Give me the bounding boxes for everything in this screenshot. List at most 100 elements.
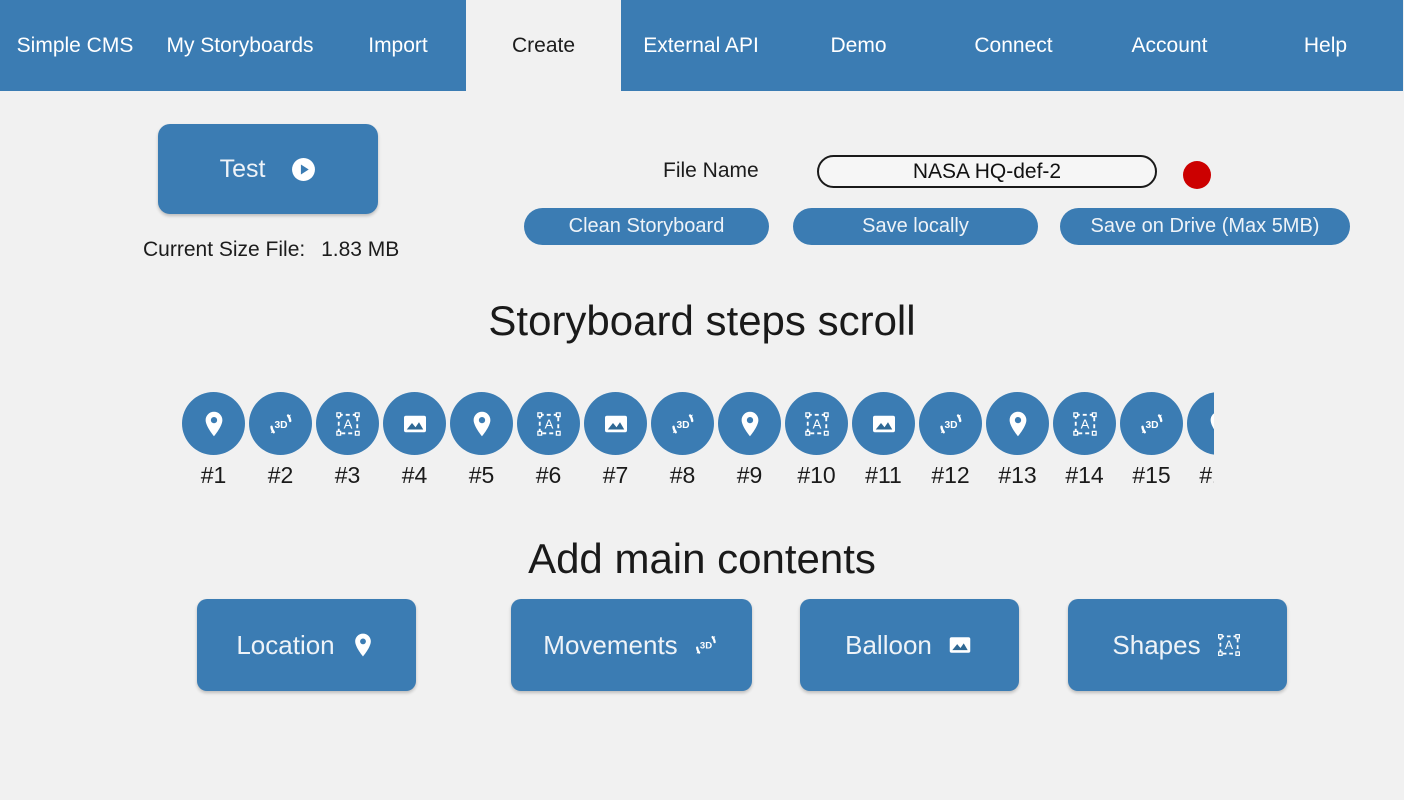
rotate-3d-icon: 3D [692,631,720,659]
add-location-button[interactable]: Location [197,599,416,691]
storyboard-step-label: #12 [931,462,970,488]
svg-text:3D: 3D [274,419,287,430]
nav-item-label: Simple CMS [16,33,134,57]
shape-frame-icon[interactable]: A [1053,392,1116,455]
nav-item-simple-cms[interactable]: Simple CMS [0,0,150,91]
nav-item-create[interactable]: Create [466,0,621,91]
current-size-label: Current Size File: [143,238,306,261]
nav-item-label: Create [511,33,576,57]
nav-item-help[interactable]: Help [1248,0,1403,91]
storyboard-step-label: #2 [267,462,294,488]
nav-item-label: My Storyboards [166,33,314,57]
storyboard-step[interactable]: #9 [716,392,783,489]
storyboard-step-label: #3 [334,462,361,488]
nav-item-label: Import [368,33,428,57]
svg-text:3D: 3D [944,419,957,430]
storyboard-step[interactable]: 3D #12 [917,392,984,489]
nav-item-import[interactable]: Import [330,0,466,91]
storyboard-step-label: #4 [401,462,428,488]
svg-text:A: A [812,416,821,431]
storyboard-step[interactable]: #1 [180,392,247,489]
storyboard-step[interactable]: A #3 [314,392,381,489]
storyboard-step[interactable]: 3D#8 [649,392,716,489]
shape-frame-icon[interactable]: A [316,392,379,455]
main-navigation: Simple CMS My Storyboards Import Create Exte… [0,0,1404,91]
storyboard-step-label: #10 [797,462,836,488]
test-button-label: Test [219,154,266,183]
storyboard-step-label: #14 [1065,462,1104,488]
nav-item-demo[interactable]: Demo [781,0,936,91]
storyboard-step-label: #13 [998,462,1037,488]
storyboard-step[interactable]: #11 [850,392,917,489]
image-icon [946,631,974,659]
current-size-file: Current Size File: 1.83 MB [143,238,399,262]
storyboard-step[interactable]: A #6 [515,392,582,489]
save-locally-button[interactable]: Save locally [793,208,1038,245]
storyboard-step-label: #6 [535,462,562,488]
storyboard-steps-heading: Storyboard steps scroll [488,297,916,344]
add-movements-button[interactable]: Movements 3D [511,599,752,691]
shape-frame-icon: A [1215,631,1243,659]
storyboard-step[interactable]: #5 [448,392,515,489]
storyboard-step[interactable]: #16 [1185,392,1214,489]
storyboard-step-label: #16 [1199,462,1214,488]
add-movements-label: Movements [543,629,678,660]
add-balloon-label: Balloon [845,629,932,660]
svg-text:A: A [1225,638,1234,652]
nav-item-label: Demo [830,33,887,57]
storyboard-step[interactable]: #7 [582,392,649,489]
storyboard-step[interactable]: A #14 [1051,392,1118,489]
clean-storyboard-button[interactable]: Clean Storyboard [524,208,769,245]
clean-storyboard-label: Clean Storyboard [568,215,725,237]
svg-text:3D: 3D [700,641,712,652]
location-pin-icon[interactable] [718,392,781,455]
location-pin-icon[interactable] [450,392,513,455]
svg-text:A: A [544,416,553,431]
rotate-3d-icon[interactable]: 3D [249,392,312,455]
location-pin-icon [349,631,377,659]
shape-frame-icon[interactable]: A [785,392,848,455]
storyboard-step[interactable]: A #10 [783,392,850,489]
location-pin-icon[interactable] [1187,392,1214,455]
storyboard-step[interactable]: 3D#15 [1118,392,1185,489]
save-on-drive-label: Save on Drive (Max 5MB) [1090,215,1320,237]
current-size-value: 1.83 MB [321,238,400,261]
image-icon[interactable] [852,392,915,455]
save-on-drive-button[interactable]: Save on Drive (Max 5MB) [1060,208,1350,245]
storyboard-step[interactable]: 3D #2 [247,392,314,489]
svg-text:A: A [343,416,352,431]
add-shapes-button[interactable]: Shapes A [1068,599,1287,691]
storyboard-step[interactable]: #13 [984,392,1051,489]
nav-item-external-api[interactable]: External API [621,0,781,91]
file-name-input[interactable] [817,155,1157,188]
nav-item-connect[interactable]: Connect [936,0,1091,91]
image-icon[interactable] [383,392,446,455]
storyboard-step[interactable]: #4 [381,392,448,489]
svg-text:3D: 3D [676,419,689,430]
storyboard-step-label: #11 [865,462,902,488]
add-main-contents-heading: Add main contents [528,535,876,582]
image-icon[interactable] [584,392,647,455]
test-button[interactable]: Test [158,124,378,214]
shape-frame-icon[interactable]: A [517,392,580,455]
add-shapes-label: Shapes [1112,629,1201,660]
record-dot-icon[interactable] [1183,161,1211,189]
nav-item-my-storyboards[interactable]: My Storyboards [150,0,330,91]
nav-item-account[interactable]: Account [1091,0,1248,91]
storyboard-step-label: #15 [1132,462,1171,488]
storyboard-step-label: #5 [468,462,495,488]
location-pin-icon[interactable] [182,392,245,455]
rotate-3d-icon[interactable]: 3D [919,392,982,455]
nav-item-label: Help [1303,33,1348,57]
save-locally-label: Save locally [862,215,969,237]
location-pin-icon[interactable] [986,392,1049,455]
rotate-3d-icon[interactable]: 3D [1120,392,1183,455]
storyboard-step-label: #9 [736,462,763,488]
add-balloon-button[interactable]: Balloon [800,599,1019,691]
file-name-label: File Name [663,159,759,182]
add-location-label: Location [236,629,335,660]
storyboard-step-label: #1 [200,462,227,488]
rotate-3d-icon[interactable]: 3D [651,392,714,455]
